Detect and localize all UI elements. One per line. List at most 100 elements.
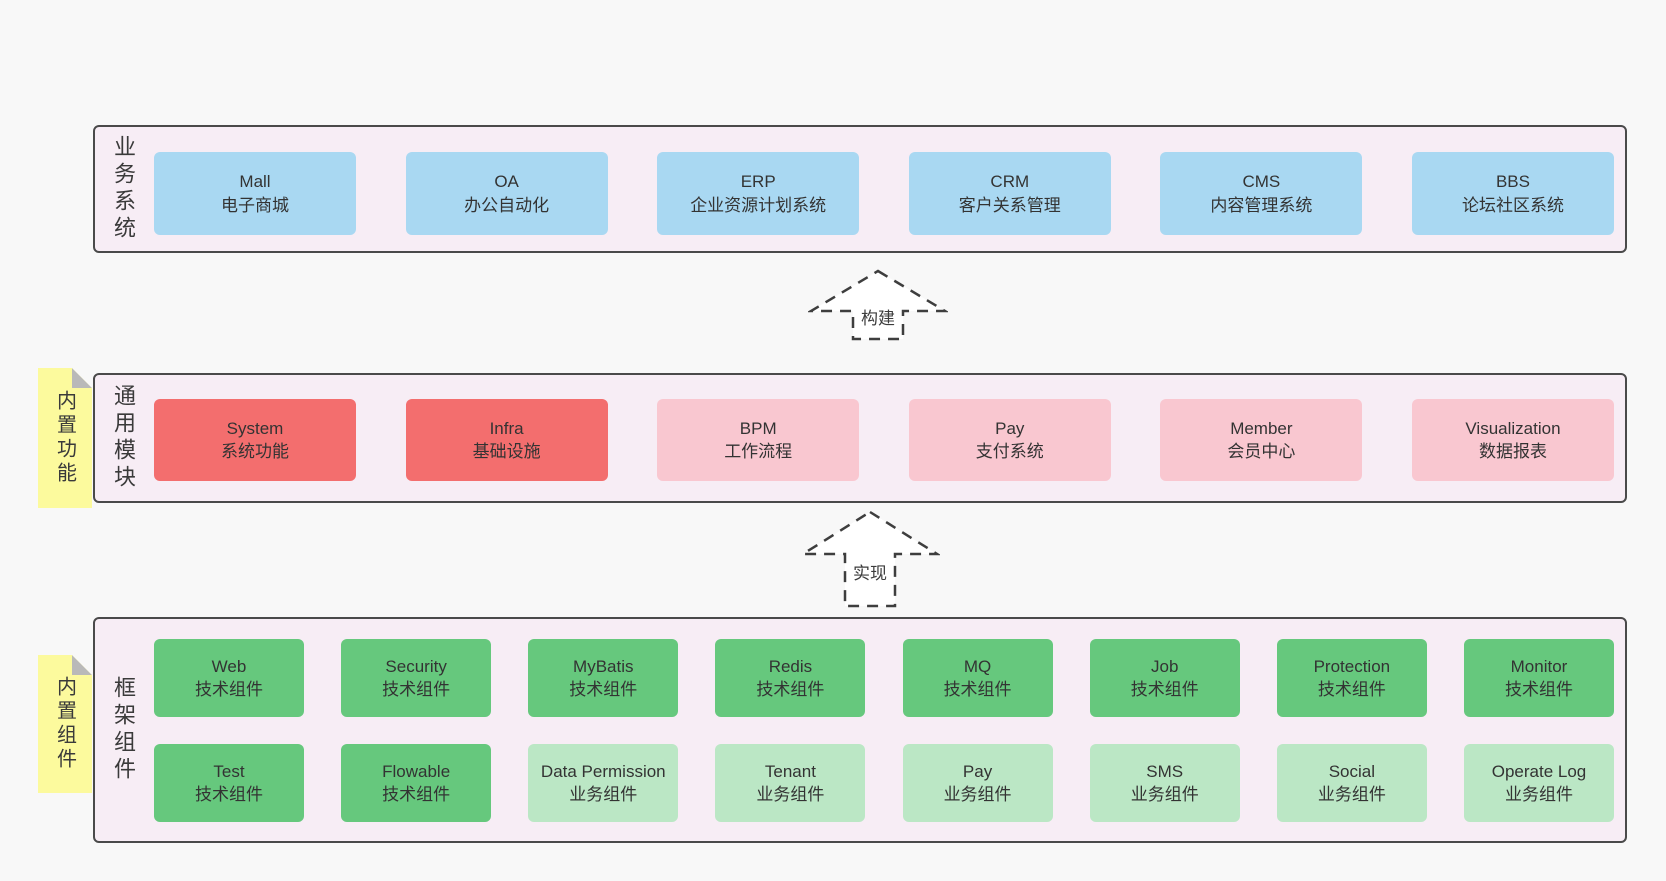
card-subtitle: 业务组件 [1504,785,1573,804]
card-protection: Protection 技术组件 [1276,639,1427,717]
card-subtitle: 会员中心 [1227,442,1296,461]
card-subtitle: 企业资源计划系统 [690,195,827,215]
card-title: Operate Log [1491,761,1587,781]
card-title: Mall [239,172,271,192]
arrow-implement: 实现 [800,509,940,609]
card-mall: Mall 电子商城 [154,152,356,235]
sticky-note-label: 内置组件 [53,676,76,772]
layer-label-common-modules: 通用模块 [111,384,136,492]
card-title: OA [494,172,519,192]
layer-business-systems: 业务系统 Mall 电子商城 OA 办公自动化 ERP 企业资源计划系统 CRM… [93,125,1627,253]
card-title: BBS [1495,172,1530,192]
card-title: Data Permission [540,761,666,781]
card-title: SMS [1146,761,1184,781]
card-sms: SMS 业务组件 [1089,744,1240,822]
card-erp: ERP 企业资源计划系统 [657,152,860,235]
card-pay-biz: Pay 业务组件 [902,744,1053,822]
card-crm: CRM 客户关系管理 [908,152,1111,235]
card-title: Social [1328,761,1375,781]
card-title: BPM [739,418,777,438]
sticky-note-builtin-components: 内置组件 [38,655,92,793]
card-member: Member 会员中心 [1160,399,1363,481]
arrow-label: 构建 [859,304,897,329]
card-security: Security 技术组件 [341,639,492,717]
card-title: Pay [995,418,1025,438]
card-title: Infra [489,418,524,438]
card-subtitle: 系统功能 [221,442,289,461]
card-subtitle: 数据报表 [1478,442,1547,461]
card-title: ERP [740,172,776,192]
business-cards-row: Mall 电子商城 OA 办公自动化 ERP 企业资源计划系统 CRM 客户关系… [154,152,1614,235]
card-title: Test [213,761,245,781]
card-data-permission: Data Permission 业务组件 [528,744,679,822]
card-title: Job [1150,656,1179,676]
card-subtitle: 业务组件 [569,785,638,804]
card-title: Member [1230,418,1293,438]
card-subtitle: 技术组件 [382,785,451,804]
card-subtitle: 技术组件 [1130,680,1199,699]
layer-label-framework-components: 框架组件 [111,676,136,784]
card-subtitle: 论坛社区系统 [1461,195,1564,215]
card-social: Social 业务组件 [1276,744,1427,822]
note-fold-corner [72,655,92,675]
sticky-note-builtin-features: 内置功能 [38,368,92,508]
card-title: MQ [963,656,992,676]
card-test: Test 技术组件 [154,744,304,822]
layer-framework-components: 框架组件 Web 技术组件 Security 技术组件 MyBatis 技术组件… [93,617,1627,843]
note-fold-corner [72,368,92,388]
card-redis: Redis 技术组件 [715,639,866,717]
card-subtitle: 技术组件 [382,680,451,699]
card-tenant: Tenant 业务组件 [715,744,866,822]
card-title: MyBatis [573,656,634,676]
sticky-note-label: 内置功能 [53,390,76,486]
card-subtitle: 技术组件 [569,680,638,699]
card-mybatis: MyBatis 技术组件 [528,639,679,717]
layer-label-business-systems: 业务系统 [111,135,136,243]
card-oa: OA 办公自动化 [405,152,608,235]
card-subtitle: 技术组件 [195,680,263,699]
card-subtitle: 业务组件 [1130,785,1199,804]
layer-common-modules: 通用模块 System 系统功能 Infra 基础设施 BPM 工作流程 Pay… [93,373,1627,503]
card-subtitle: 内容管理系统 [1210,195,1313,215]
card-title: Security [385,656,447,676]
card-subtitle: 技术组件 [1317,680,1386,699]
card-cms: CMS 内容管理系统 [1160,152,1363,235]
card-operate-log: Operate Log 业务组件 [1463,744,1614,822]
card-title: System [226,418,284,438]
card-monitor: Monitor 技术组件 [1463,639,1614,717]
card-subtitle: 业务组件 [1317,785,1386,804]
card-bpm: BPM 工作流程 [657,399,860,481]
card-flowable: Flowable 技术组件 [341,744,492,822]
card-subtitle: 基础设施 [472,442,541,461]
card-subtitle: 客户关系管理 [958,195,1061,215]
card-title: Redis [768,656,813,676]
card-title: Monitor [1510,656,1568,676]
card-system: System 系统功能 [154,399,356,481]
card-subtitle: 技术组件 [1504,680,1573,699]
card-job: Job 技术组件 [1089,639,1240,717]
card-title: Flowable [382,761,451,781]
card-visualization: Visualization 数据报表 [1411,399,1614,481]
card-subtitle: 技术组件 [756,680,825,699]
card-title: Pay [962,761,993,781]
card-subtitle: 支付系统 [975,442,1044,461]
card-title: Web [211,656,247,676]
component-cards-row-2: Test 技术组件 Flowable 技术组件 Data Permission … [154,744,1614,822]
card-subtitle: 工作流程 [724,442,793,461]
component-cards-row-1: Web 技术组件 Security 技术组件 MyBatis 技术组件 Redi… [154,639,1614,717]
card-subtitle: 业务组件 [756,785,825,804]
card-title: Protection [1313,656,1391,676]
card-mq: MQ 技术组件 [902,639,1053,717]
arrow-label: 实现 [851,559,889,584]
card-title: Tenant [764,761,816,781]
card-subtitle: 电子商城 [221,195,289,215]
card-subtitle: 技术组件 [195,785,263,804]
module-cards-row: System 系统功能 Infra 基础设施 BPM 工作流程 Pay 支付系统… [154,399,1614,481]
card-bbs: BBS 论坛社区系统 [1411,152,1614,235]
card-title: CMS [1242,172,1281,192]
arrow-build: 构建 [808,268,948,342]
card-infra: Infra 基础设施 [405,399,608,481]
card-subtitle: 技术组件 [943,680,1012,699]
card-subtitle: 办公自动化 [464,195,550,215]
